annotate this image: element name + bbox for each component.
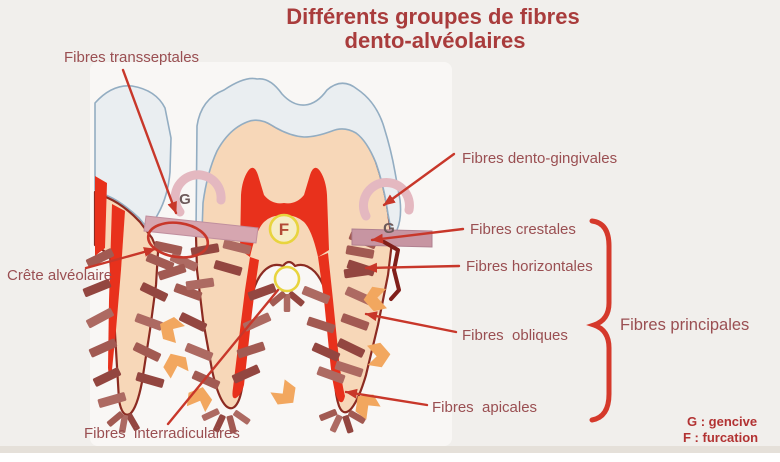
fiber-band [132,342,162,362]
arrow-obliques [364,311,458,334]
bottom-strip [0,446,780,453]
crest-zigzag-line [382,240,401,301]
fiber-band [184,343,214,361]
page-title-line1: Différents groupes de fibres [286,4,579,29]
fiber-band [306,316,336,334]
bone-marrow-shape [160,317,185,343]
label-dento-gingivales: Fibres dento-gingivales [462,150,617,167]
arrow-transseptales [121,68,178,215]
fiber-band [191,370,221,390]
bone-marrow-shape [163,353,189,379]
fiber-band [336,338,366,358]
bone-marrow-shape [270,379,296,405]
label-crestales: Fibres crestales [470,221,576,238]
fiber-band [173,283,203,301]
pulp-canal-left-tooth [108,204,125,375]
fiber-band [135,372,165,388]
pulp-chamber [240,167,329,257]
gingival-fiber-arc-right [358,177,414,221]
bone-marrow-shape [363,286,387,312]
tooth-enamel-left [94,85,172,231]
fiber-band [82,279,112,297]
fiber-band [222,239,252,255]
f-marker: F [279,220,289,239]
fiber-band [139,282,169,302]
periodontal-fibers [82,231,378,434]
arrow-interradiculaires [166,288,280,426]
bone-marrow-shape [355,394,381,420]
label-transseptales: Fibres transseptales [64,49,199,66]
fiber-band [86,307,114,329]
fiber-band [178,312,208,332]
pulp-left-edge [95,176,107,256]
arrow-crestales [370,227,465,244]
fiber-band [213,414,226,433]
fiber-band [106,411,124,427]
fiber-band [316,366,346,384]
fiber-band [226,415,237,434]
bone-marrow-shape [367,342,391,368]
fiber-band [85,248,115,268]
fiber-band [145,253,175,271]
gingival-fiber-arc-left [170,170,226,217]
fiber-band [126,413,140,431]
label-principales: Fibres principales [620,316,749,334]
bottom-margin [0,453,780,462]
fiber-band [301,286,331,304]
g-marker-right: G [383,220,395,237]
fiber-band [88,338,118,358]
fiber-band [287,291,305,307]
page-title-line2: dento-alvéolaires [345,28,526,53]
fiber-band [236,341,266,359]
fiber-band [97,392,127,408]
fiber-band [340,313,370,331]
label-obliques: Fibres obliques [462,327,568,344]
fiber-band [319,409,338,421]
fiber-band [247,283,277,301]
fiber-band [345,245,375,259]
arrow-dento-gingivales [382,152,456,207]
fiber-band [347,410,366,424]
fiber-band [119,414,129,433]
fiber-band [157,263,187,281]
legend-furcation: F : furcation [683,430,758,445]
arrow-horizontales [364,262,461,273]
fiber-band [153,240,183,256]
fiber-band [311,342,341,362]
furcation-circle-lower [273,265,301,293]
fiber-band [185,277,215,291]
furcation-circle-f [268,213,300,245]
legend-gencive: G : gencive [687,414,757,429]
fiber-band [242,312,272,332]
bone-marrow-shapes [160,286,391,420]
fiber-band [213,260,243,276]
crest-ellipse [146,221,210,259]
label-horizontales: Fibres horizontales [466,258,593,275]
fiber-band [342,415,354,434]
arrow-crete-alveolaire [84,247,157,270]
fiber-band [134,313,164,331]
fiber-band [269,291,287,307]
label-interradiculaires: Fibres interradiculaires [84,425,240,442]
arrow-apicales [344,388,429,407]
tooth-enamel-central [195,77,402,241]
fiber-band [329,414,343,433]
g-marker-left: G [179,191,191,208]
fiber-band [201,408,220,421]
fiber-band [233,410,251,425]
label-crete-alveolaire: Crête alvéolaire [7,267,112,284]
fiber-band [231,364,261,384]
brace-fibres-principales [586,218,612,423]
label-apicales: Fibres apicales [432,399,537,416]
fiber-band [334,360,364,378]
fiber-band [92,367,122,387]
fiber-band [283,294,291,312]
